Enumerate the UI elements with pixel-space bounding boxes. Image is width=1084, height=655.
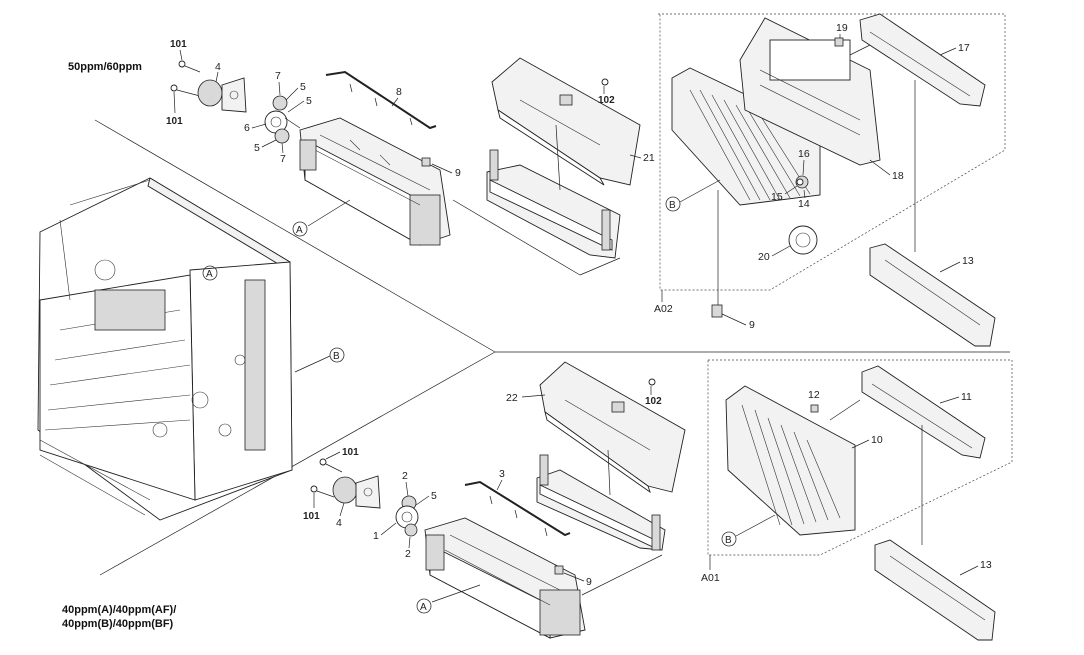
label-13-bottom: 13 [980, 559, 992, 571]
ref-a-frame: A [202, 265, 218, 281]
cover-13-top [869, 243, 996, 347]
ref-b-frame: B [294, 347, 345, 373]
paper-guide-bottom [536, 454, 666, 551]
guide-lines-top [452, 124, 621, 276]
label-1-bottom: 1 [373, 530, 379, 542]
lever-9-a02 [711, 190, 723, 318]
label-7-top-b: 7 [280, 153, 286, 165]
clip-9-top [421, 157, 431, 167]
upper-frame-18 [739, 17, 881, 166]
ref-a-frame-label: A [206, 269, 213, 280]
motor-4-bottom [332, 475, 381, 509]
gear-assembly-top [264, 95, 301, 144]
assembly-a01-box [707, 359, 1013, 556]
label-10: 10 [871, 434, 883, 446]
label-9-a02: 9 [749, 319, 755, 331]
label-5-top-a: 5 [300, 81, 306, 93]
label-14: 14 [798, 198, 810, 210]
section-dividers [94, 119, 1010, 576]
cover-21 [491, 57, 641, 186]
label-102-top: 102 [598, 95, 615, 106]
label-101-top-a: 101 [170, 39, 187, 50]
label-a02: A02 [654, 303, 673, 315]
label-4-bottom: 4 [336, 517, 342, 529]
printer-frame [37, 177, 293, 521]
assembly-a02-box [658, 13, 1006, 291]
label-3: 3 [499, 468, 505, 480]
label-6-top: 6 [244, 122, 250, 134]
cover-17 [859, 13, 986, 107]
label-19: 19 [836, 22, 848, 34]
clip-12 [810, 404, 819, 413]
gear-assembly-a02 [795, 175, 809, 189]
rod-3-bottom [464, 480, 571, 537]
label-15: 15 [771, 191, 783, 203]
label-101-bottom-b: 101 [303, 511, 320, 522]
screw-101-top-a [178, 60, 201, 73]
screw-101-top-b [170, 84, 201, 97]
screw-101-bottom-a [319, 458, 343, 473]
fuser-unit-bottom [424, 517, 586, 639]
label-8-top: 8 [396, 86, 402, 98]
ref-b-a02-label: B [669, 200, 676, 211]
exit-guide-a02 [671, 67, 821, 206]
label-a01: A01 [701, 572, 720, 584]
clip-9-bottom [554, 565, 564, 575]
guide-lines-bottom [581, 449, 663, 596]
model-label-bottom-1: 40ppm(A)/40ppm(AF)/ [62, 604, 176, 616]
screw-101-bottom-b [310, 485, 335, 498]
label-18: 18 [892, 170, 904, 182]
cover-22 [539, 361, 686, 494]
paper-guide-top [486, 149, 621, 259]
label-7-top-a: 7 [275, 70, 281, 82]
model-label-bottom-2: 40ppm(B)/40ppm(BF) [62, 618, 174, 630]
cover-13-bottom [874, 539, 996, 641]
label-102-bottom: 102 [645, 396, 662, 407]
label-9-bottom: 9 [586, 576, 592, 588]
exit-guide-10 [725, 385, 856, 536]
cover-11 [861, 365, 986, 459]
ref-a-top-label: A [296, 225, 303, 236]
label-101-bottom-a: 101 [342, 447, 359, 458]
label-11: 11 [961, 391, 972, 403]
label-17: 17 [958, 42, 970, 54]
label-5-top-b: 5 [306, 95, 312, 107]
ref-a-top: A [292, 199, 351, 237]
label-5-bottom: 5 [431, 490, 437, 502]
label-22: 22 [506, 392, 518, 404]
fuser-unit-top [299, 117, 451, 246]
motor-4-top [197, 77, 247, 113]
label-21: 21 [643, 152, 655, 164]
ref-b-a01: B [721, 514, 776, 547]
label-4-top: 4 [215, 61, 221, 73]
label-9-top: 9 [455, 167, 461, 179]
label-20: 20 [758, 251, 770, 263]
screw-102-bottom [648, 378, 656, 386]
label-2-bottom-b: 2 [405, 548, 411, 560]
label-12: 12 [808, 389, 820, 401]
ref-b-a02: B [665, 179, 721, 212]
model-label-top: 50ppm/60ppm [68, 61, 142, 73]
gear-assembly-bottom [395, 495, 419, 537]
screw-102-top [601, 78, 609, 86]
ring-20 [788, 225, 818, 255]
ref-b-a01-label: B [725, 535, 732, 546]
rod-8-top [325, 70, 437, 130]
ref-a-bottom: A [416, 584, 481, 614]
label-5-top-c: 5 [254, 142, 260, 154]
label-2-bottom-a: 2 [402, 470, 408, 482]
label-13-top: 13 [962, 255, 974, 267]
ref-b-frame-label: B [333, 351, 340, 362]
ref-a-bottom-label: A [420, 602, 427, 613]
label-101-top-b: 101 [166, 116, 183, 127]
label-16: 16 [798, 148, 810, 160]
